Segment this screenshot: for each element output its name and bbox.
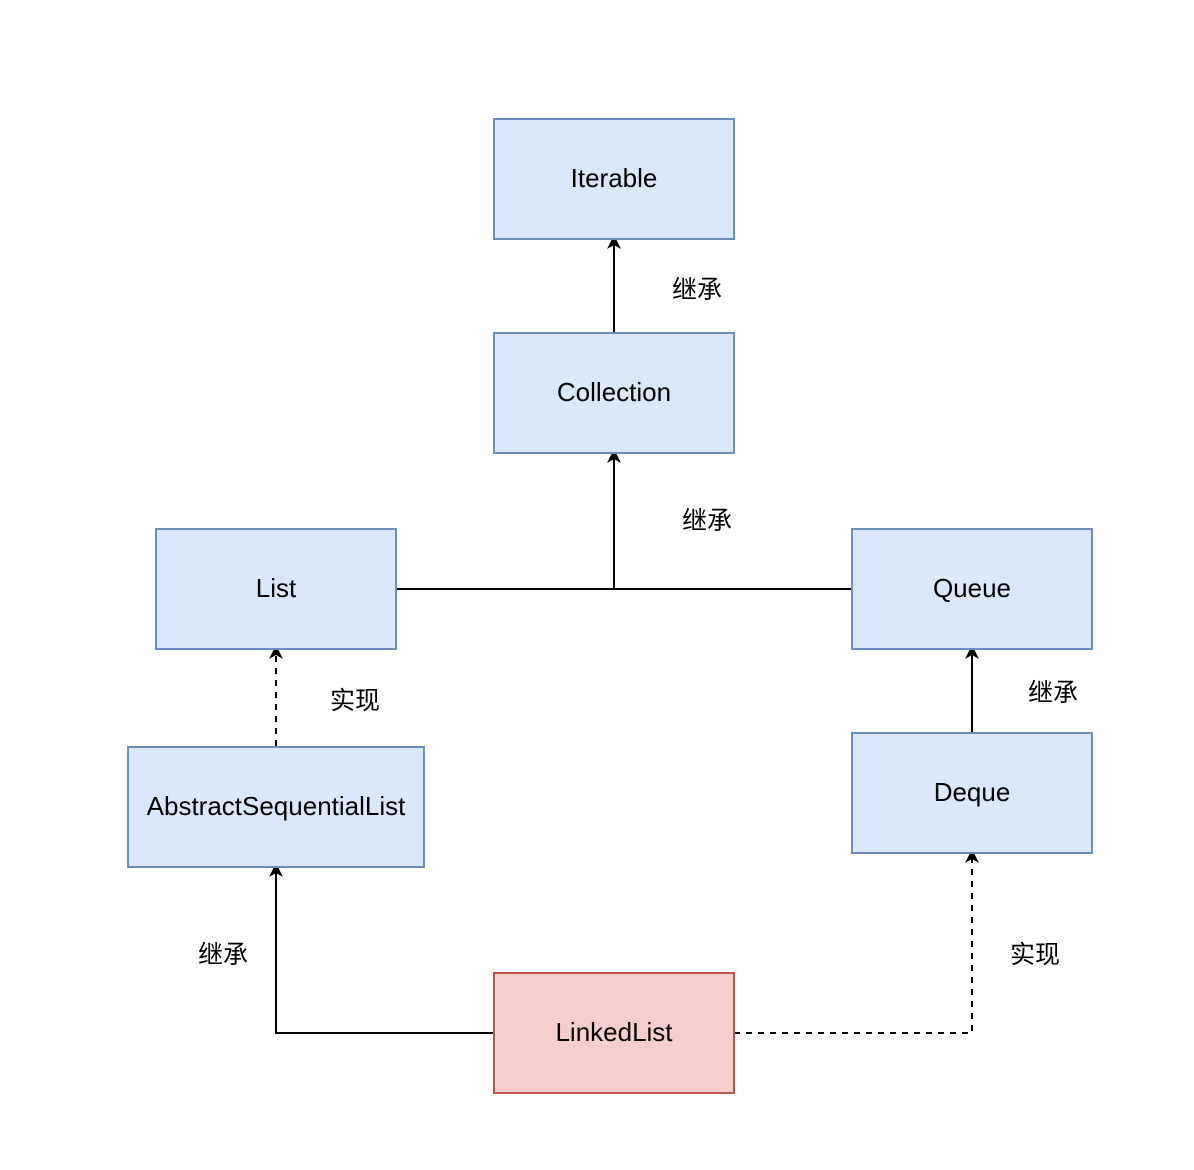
node-queue-label: Queue (933, 573, 1011, 603)
node-iterable[interactable]: Iterable (493, 118, 735, 240)
edge-label-collection-iterable: 继承 (672, 275, 722, 304)
node-deque-box (851, 732, 1093, 854)
node-list-label: List (256, 573, 297, 603)
edge-collection-to-iterable: 继承 (607, 235, 722, 333)
node-deque-label: Deque (934, 777, 1011, 807)
edge-line-linkedlist-deque (734, 849, 979, 1034)
node-collection[interactable]: Collection (493, 332, 735, 454)
node-abstract-sequential-list-label: AbstractSequentialList (147, 791, 406, 821)
edge-label-linkedlist-deque: 实现 (1010, 940, 1060, 969)
node-collection-label: Collection (557, 377, 671, 407)
edge-line-linkedlist-asl (269, 863, 494, 1034)
node-abstract-sequential-list[interactable]: AbstractSequentialList (127, 746, 425, 868)
node-linked-list-box (493, 972, 735, 1094)
node-list[interactable]: List (155, 528, 397, 650)
edge-label-deque-queue: 继承 (1028, 678, 1078, 707)
node-list-box (155, 528, 397, 650)
node-abstract-sequential-list-box (127, 746, 425, 868)
edge-list-queue-to-collection: 继承 (396, 449, 852, 590)
node-linked-list[interactable]: LinkedList (493, 972, 735, 1094)
node-iterable-box (493, 118, 735, 240)
node-queue-box (851, 528, 1093, 650)
node-iterable-label: Iterable (571, 163, 658, 193)
edge-label-linkedlist-asl: 继承 (198, 940, 248, 969)
edge-linkedlist-to-deque: 实现 (734, 849, 1060, 1034)
node-collection-box (493, 332, 735, 454)
edge-asl-to-list: 实现 (269, 645, 380, 746)
node-linked-list-label: LinkedList (555, 1017, 673, 1047)
edge-label-asl-list: 实现 (330, 686, 380, 715)
node-queue[interactable]: Queue (851, 528, 1093, 650)
edge-deque-to-queue: 继承 (965, 645, 1078, 733)
node-deque[interactable]: Deque (851, 732, 1093, 854)
edge-label-list-queue-collection: 继承 (682, 506, 732, 535)
edge-linkedlist-to-asl: 继承 (198, 863, 494, 1034)
